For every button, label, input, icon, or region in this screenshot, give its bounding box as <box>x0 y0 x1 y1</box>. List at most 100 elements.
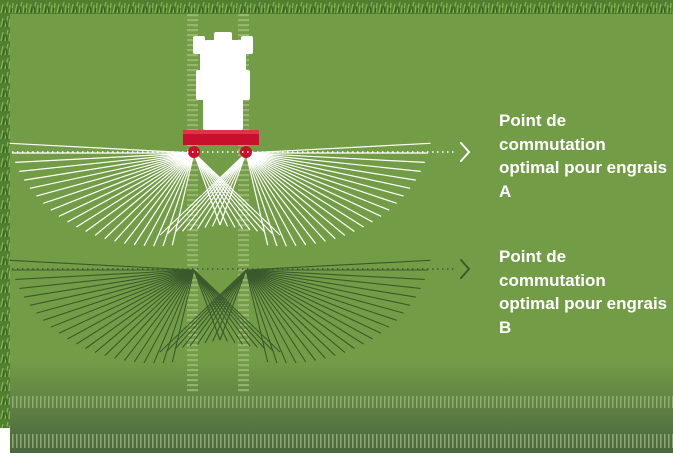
tick-mark <box>512 434 514 448</box>
tick-mark <box>496 434 498 448</box>
shadow-line <box>167 269 247 351</box>
tick-mark <box>100 434 102 448</box>
tick-mark <box>208 434 210 448</box>
tick-mark <box>264 434 266 448</box>
tick-mark <box>112 396 114 408</box>
spread-line <box>245 152 355 232</box>
shadow-fan-b <box>9 259 431 364</box>
spread-line <box>182 152 247 232</box>
tick-mark <box>228 396 230 408</box>
track-dash <box>187 74 198 77</box>
spread-line <box>245 152 425 163</box>
track-dash <box>187 279 198 282</box>
shadow-line <box>245 269 397 321</box>
tick-mark <box>264 396 266 408</box>
shadow-line <box>245 269 278 364</box>
tick-mark <box>128 434 130 448</box>
tick-mark <box>588 434 590 448</box>
tick-mark <box>556 434 558 448</box>
track-dash <box>187 264 198 267</box>
spread-line <box>245 152 397 204</box>
tick-mark <box>644 396 646 408</box>
track-dash <box>238 109 249 112</box>
spread-line <box>58 152 195 217</box>
spread-line <box>162 152 195 247</box>
tick-mark <box>64 434 66 448</box>
tick-mark <box>328 434 330 448</box>
tick-mark <box>220 396 222 408</box>
tick-mark <box>632 434 634 448</box>
spread-line <box>245 152 336 240</box>
tick-mark <box>420 396 422 408</box>
spread-line <box>159 152 247 236</box>
tick-mark <box>296 434 298 448</box>
track-dash <box>187 349 198 352</box>
switch-point-label-a: Point de commutation optimal pour engrai… <box>499 111 668 201</box>
tick-mark <box>28 396 30 408</box>
shadow-line <box>245 269 364 345</box>
tick-mark <box>576 434 578 448</box>
shadow-line <box>245 269 269 363</box>
track-dash <box>187 84 198 87</box>
tick-mark <box>40 434 42 448</box>
track-dash <box>187 234 198 237</box>
tick-mark <box>452 396 454 408</box>
tick-mark <box>668 434 670 448</box>
spread-line <box>245 152 421 172</box>
track-dash <box>238 269 249 272</box>
tick-mark <box>584 434 586 448</box>
tick-mark <box>500 396 502 408</box>
track-dash <box>187 54 198 57</box>
tick-mark <box>108 396 110 408</box>
tick-mark <box>588 396 590 408</box>
tick-mark <box>192 434 194 448</box>
tick-mark <box>372 434 374 448</box>
tick-mark <box>668 396 670 408</box>
track-dash <box>187 199 198 202</box>
tick-mark <box>108 434 110 448</box>
tick-mark <box>444 396 446 408</box>
tick-mark <box>180 434 182 448</box>
shadow-line <box>245 269 297 364</box>
shadow-line <box>189 269 247 347</box>
tick-mark <box>52 396 54 408</box>
track-dash <box>238 259 249 262</box>
tick-mark <box>260 434 262 448</box>
tick-mark <box>340 396 342 408</box>
spread-line <box>193 152 221 226</box>
tick-mark <box>560 396 562 408</box>
track-dash <box>187 299 198 302</box>
tick-mark <box>20 396 22 408</box>
tick-mark <box>648 396 650 408</box>
track-dash <box>238 354 249 357</box>
track-dash <box>187 49 198 52</box>
tick-mark <box>360 434 362 448</box>
tick-mark <box>276 434 278 448</box>
track-dash <box>187 294 198 297</box>
spread-line <box>245 152 411 189</box>
tick-mark <box>572 434 574 448</box>
spread-line <box>245 142 431 154</box>
shadow-line <box>245 269 326 359</box>
shadow-line <box>245 269 390 328</box>
tick-mark <box>504 396 506 408</box>
track-dash <box>187 259 198 262</box>
shadow-line <box>245 269 355 349</box>
spread-line <box>15 152 195 163</box>
track-dash <box>187 164 198 167</box>
tick-mark <box>328 396 330 408</box>
tick-mark <box>628 396 630 408</box>
track-dash <box>238 389 249 392</box>
tick-mark <box>104 396 106 408</box>
tick-mark <box>544 434 546 448</box>
tick-mark <box>288 434 290 448</box>
spread-line <box>245 152 278 247</box>
spread-line <box>245 152 404 197</box>
tick-mark <box>392 396 394 408</box>
tick-mark <box>488 396 490 408</box>
tick-mark <box>428 434 430 448</box>
tick-mark <box>364 396 366 408</box>
tick-mark <box>460 396 462 408</box>
track-dash <box>238 34 249 37</box>
tick-mark <box>232 396 234 408</box>
